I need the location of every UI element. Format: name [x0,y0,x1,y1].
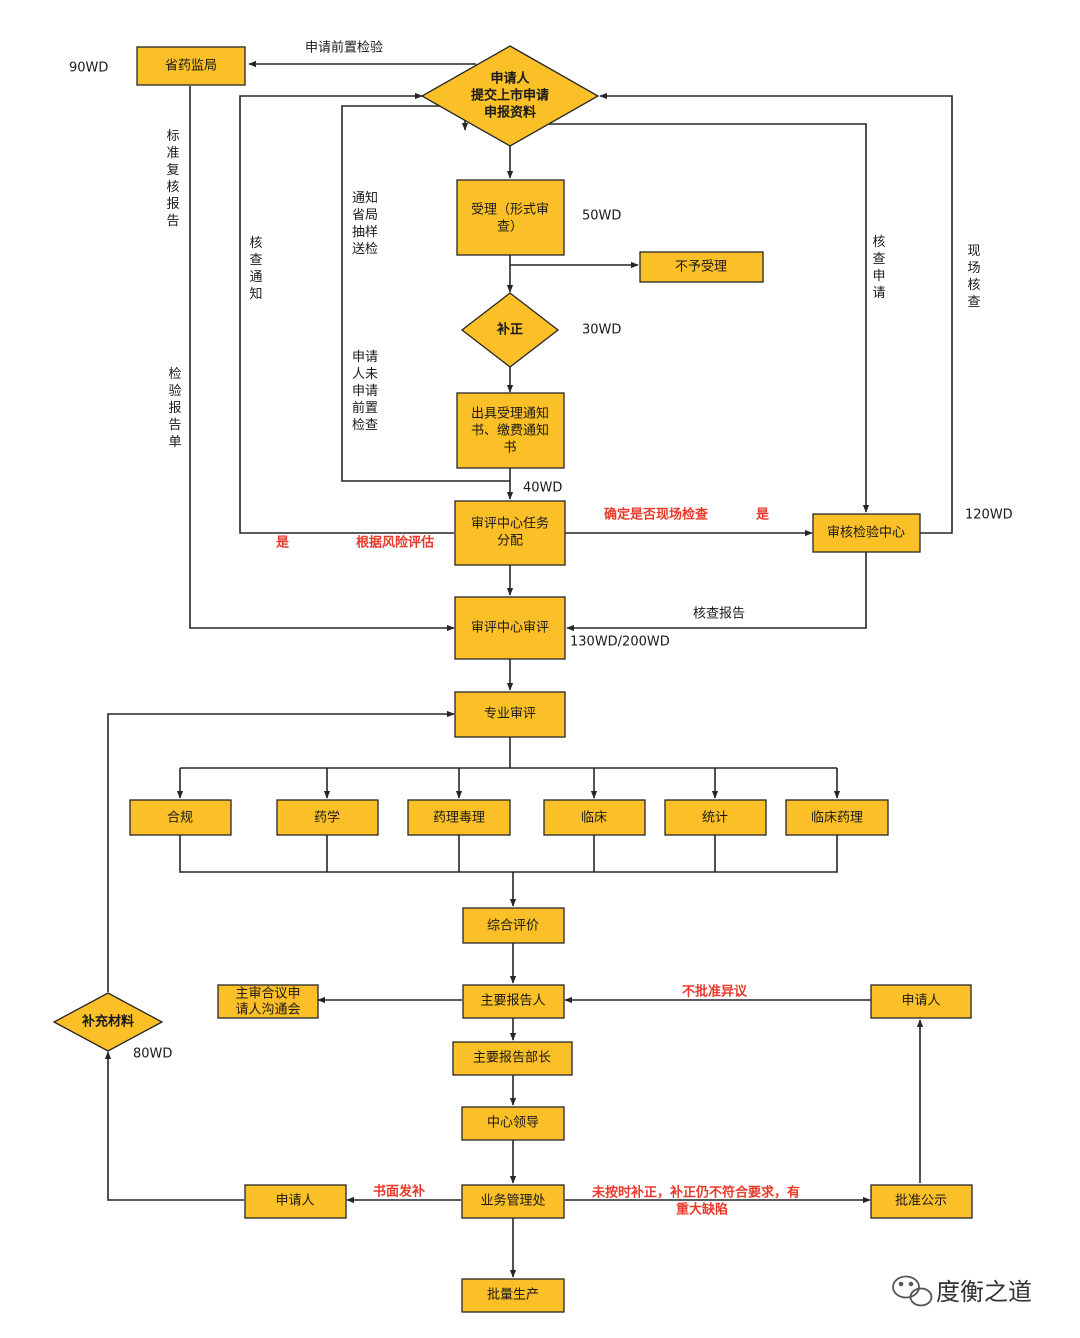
label-notify-sampling: 通知省局抽样送检 [352,190,378,257]
node-professional-review: 专业审评 [454,691,566,738]
node-main-reporter-head: 主要报告部长 [452,1041,573,1076]
node-label: 综合评价 [487,919,539,934]
label-wd-50: 50WD [582,209,621,224]
node-label-line: 查） [497,220,523,235]
node-label-line: 受理（形式审 [471,203,549,218]
node-label-line: 出具受理通知 [471,406,549,422]
node-label: 省药监局 [165,59,217,74]
node-label: 申请人 [901,994,940,1009]
label-wd-120: 120WD [965,508,1013,523]
node-task-assignment: 审评中心任务 分配 [454,500,566,566]
node-correction: 补正 [460,292,560,368]
node-label: 药学 [314,810,340,826]
node-label-line: 书、缴费通知 [471,423,549,439]
node-label: 不予受理 [675,260,727,275]
node-label-line: 审评中心任务 [471,516,549,532]
node-label-line: 分配 [497,534,523,549]
node-pharm-tox: 药理毒理 [407,799,511,836]
node-issue-notice: 出具受理通知 书、缴费通知 书 [456,392,565,469]
node-applicant-bottom: 申请人 [244,1184,347,1219]
node-label: 药理毒理 [433,811,485,826]
node-approval-publicity: 批准公示 [870,1184,973,1219]
label-inspect-report: 检验报告单 [168,367,181,450]
red-label-risk-eval: 根据风险评估 [356,535,434,551]
red-label-decide-onsite: 确定是否现场检查 [604,507,709,523]
label-not-applied: 申请人未申请前置检查 [352,350,378,433]
node-statistics: 统计 [664,799,767,836]
node-label: 批量生产 [487,1288,539,1303]
node-label-line: 书 [503,441,516,456]
watermark-text: 度衡之道 [936,1278,1032,1306]
node-label-line: 主审合议申 [235,987,300,1002]
watermark: 度衡之道 [892,1275,1032,1307]
node-label: 临床 [581,811,607,826]
node-batch-production: 批量生产 [461,1278,565,1313]
node-inspection-center: 审核检验中心 [812,513,921,553]
node-center-leader: 中心领导 [461,1106,565,1141]
node-label-line: 提交上市申请 [471,88,549,104]
node-main-reporter: 主要报告人 [462,984,565,1019]
red-label-no-approval-objection: 不批准异议 [682,984,748,1000]
node-label: 中心领导 [487,1116,539,1131]
node-meeting: 主审合议申 请人沟通会 [217,984,319,1019]
label-wd-130-200: 130WD/200WD [570,635,670,650]
label-wd-80: 80WD [133,1047,172,1062]
node-label: 业务管理处 [480,1193,545,1209]
node-label: 临床药理 [811,811,863,826]
node-review-center: 审评中心审评 [454,596,566,660]
label-verify-apply: 核查申请 [872,235,885,301]
red-label-yes-right: 是 [755,508,770,523]
node-label-line: 申请人 [490,71,530,87]
label-wd-40: 40WD [523,481,562,496]
node-label-line: 请人沟通会 [235,1003,300,1018]
node-business-office: 业务管理处 [461,1184,565,1219]
red-label-written-supplement: 书面发补 [373,1184,425,1200]
node-label: 合规 [167,811,193,826]
node-label: 主要报告人 [480,994,545,1009]
red-label-yes-left: 是 [275,536,290,551]
label-wd-90: 90WD [69,61,108,76]
node-supplement: 补充材料 [52,992,164,1052]
node-label: 专业审评 [484,707,536,722]
node-acceptance: 受理（形式审 查） [456,179,565,256]
node-label: 补充材料 [81,1014,134,1030]
connectors [104,60,953,1278]
node-label: 主要报告部长 [473,1051,551,1066]
label-verify-report: 核查报告 [693,607,745,622]
label-wd-30: 30WD [582,323,621,338]
node-label: 补正 [496,322,523,338]
node-clinical: 临床 [543,799,646,836]
node-label-line: 申报资料 [484,105,536,121]
node-label: 审核检验中心 [827,525,905,541]
red-label-not-corrected-line: 重大缺陷 [676,1202,728,1218]
label-std-review-report: 标准复核报告 [166,129,179,229]
node-applicant-submit: 申请人 提交上市申请 申报资料 [420,45,600,147]
node-pharmacy: 药学 [276,799,379,836]
node-provincial-bureau: 省药监局 [136,46,246,86]
edge-labels: 申请前置检验 90WD 标准复核报告 检验报告单 核查通知 通知省局抽样送检 申… [69,40,1013,1218]
node-compliance: 合规 [129,799,232,836]
label-onsite-verify: 现场核查 [967,244,980,310]
node-label: 批准公示 [895,1194,947,1209]
wechat-icon [892,1275,933,1307]
node-label: 申请人 [275,1194,314,1209]
label-pre-inspection: 申请前置检验 [305,40,383,56]
node-clinical-pharm: 临床药理 [785,799,889,836]
node-label: 审评中心审评 [471,621,549,636]
node-not-accepted: 不予受理 [639,251,764,283]
red-label-not-corrected-line: 未按时补正，补正仍不符合要求，有 [591,1185,800,1201]
label-verify-notice: 核查通知 [249,236,262,302]
node-label: 统计 [702,811,728,826]
node-applicant-right: 申请人 [870,984,972,1019]
node-overall-eval: 综合评价 [462,907,565,944]
